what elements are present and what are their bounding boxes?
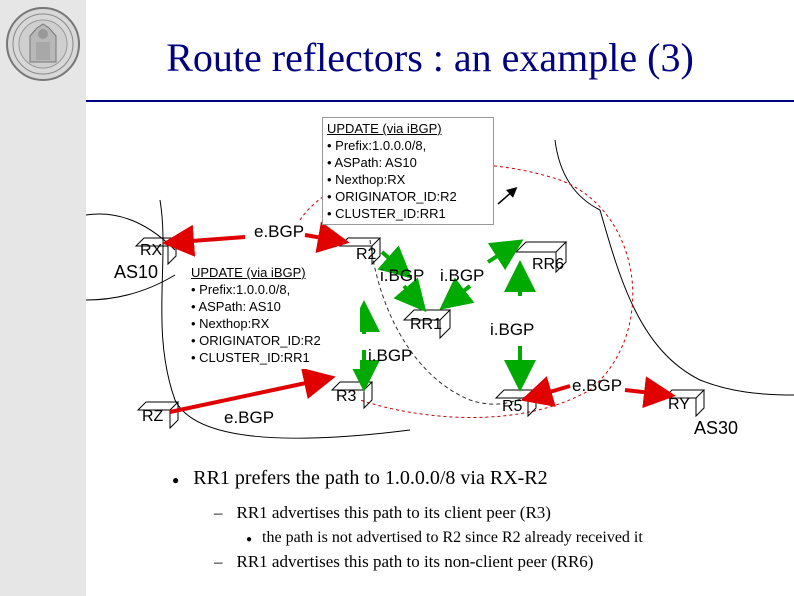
title-rule <box>86 100 794 102</box>
node-rr1-label: RR1 <box>410 316 443 333</box>
ibgp-arrow-r2-down <box>377 245 412 279</box>
update-box-line: • ASPath: AS10 <box>327 155 417 170</box>
ibgp-arrow-to-rr1 <box>393 277 427 313</box>
ebgp-arrow-rz-r3 <box>169 367 336 414</box>
update-box-header: UPDATE (via iBGP) <box>191 265 306 280</box>
node-r3-label: R3 <box>336 388 357 405</box>
node-r2-label: R2 <box>356 246 377 263</box>
bullet-mark: ● <box>246 534 253 545</box>
ebgp-arrow-rx-r2-left <box>162 224 246 257</box>
sidebar-band <box>0 0 86 596</box>
as10-boundary-lower <box>85 274 176 301</box>
node-as10-label: AS10 <box>114 262 159 282</box>
update-box-line: • ORIGINATOR_ID:R2 <box>327 189 457 204</box>
as30-boundary-top <box>554 139 601 211</box>
bullet-main: ● RR1 prefers the path to 1.0.0.0/8 via R… <box>172 467 548 490</box>
node-rx-label: RX <box>140 242 163 259</box>
ebgp-arrow-r5-ry-right <box>624 376 676 409</box>
node-rz-label: RZ <box>142 408 164 425</box>
as-main-boundary <box>159 199 411 439</box>
update-box-top: UPDATE (via iBGP) • Prefix:1.0.0.0/8, • … <box>322 117 494 225</box>
ebgp-arrow-rx-r2-right <box>304 221 350 254</box>
update-box-line: • Prefix:1.0.0.0/8, <box>327 138 427 153</box>
node-ry-label: RY <box>668 396 690 413</box>
cluster-dashed-inner <box>369 239 541 405</box>
update-box-line: • ASPath: AS10 <box>191 299 281 314</box>
link-ibgp-r3-label: i.BGP <box>368 346 413 365</box>
dash-mark: – <box>214 552 223 571</box>
bullet-main-text: RR1 prefers the path to 1.0.0.0/8 via RX… <box>193 467 548 489</box>
ebgp-arrow-r5-ry-left <box>520 376 571 407</box>
update-box-header: UPDATE (via iBGP) <box>327 121 442 136</box>
bullet-sub-1: –RR1 advertises this path to its client … <box>214 503 551 523</box>
node-r5-label: R5 <box>502 398 523 415</box>
slide-title: Route reflectors : an example (3) <box>166 35 694 80</box>
bullet-sub-2-text: RR1 advertises this path to its non-clie… <box>236 552 594 571</box>
bullet-subsub-1-text: the path is not advertised to R2 since R… <box>262 529 643 546</box>
ibgp-arrow-rr1-rr6 <box>439 277 475 310</box>
node-as30-label: AS30 <box>694 418 739 438</box>
as30-boundary <box>599 209 794 396</box>
update-box-line: • ORIGINATOR_ID:R2 <box>191 333 321 348</box>
link-ebgp-ry-label: e.BGP <box>572 376 623 395</box>
university-seal-logo <box>6 7 80 81</box>
bullet-sub-2: –RR1 advertises this path to its non-cli… <box>214 552 593 572</box>
update-box-line: • Nexthop:RX <box>327 172 406 187</box>
link-ebgp-rz-label: e.BGP <box>224 408 275 427</box>
update-box-left: UPDATE (via iBGP) • Prefix:1.0.0.0/8, • … <box>186 261 360 369</box>
update-box-line: • Nexthop:RX <box>191 316 270 331</box>
link-ibgp-rr6-r5-label: i.BGP <box>490 320 535 339</box>
bullet-sub-1-text: RR1 advertises this path to its client p… <box>236 503 551 522</box>
bullet-mark: ● <box>172 473 180 487</box>
update-box-line: • CLUSTER_ID:RR1 <box>327 206 446 221</box>
router-rr1 <box>402 309 452 340</box>
dash-mark: – <box>214 503 223 522</box>
black-arrow <box>497 187 518 205</box>
link-ebgp-top-label: e.BGP <box>254 222 305 241</box>
ibgp-arrow-rr6-up <box>486 239 524 271</box>
update-box-line: • Prefix:1.0.0.0/8, <box>191 282 291 297</box>
update-box-line: • CLUSTER_ID:RR1 <box>191 350 310 365</box>
link-ibgp-rr6-label: i.BGP <box>440 266 485 285</box>
link-ibgp-r2-label: i.BGP <box>380 266 425 285</box>
bullet-subsub-1: ● the path is not advertised to R2 since … <box>246 529 643 547</box>
node-rr6-label: RR6 <box>532 256 565 273</box>
